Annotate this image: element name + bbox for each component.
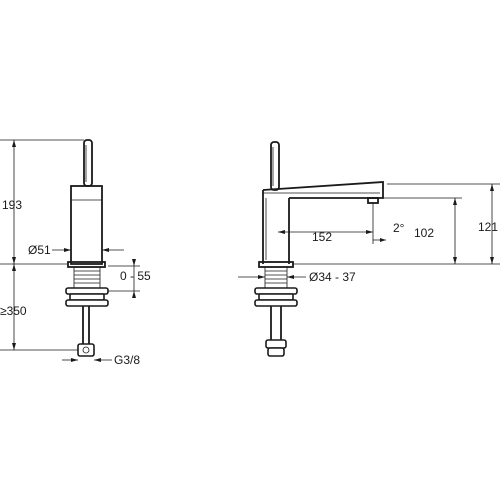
front-washer-bottom [65, 299, 109, 307]
front-lever-handle [83, 139, 93, 187]
side-aerator [367, 197, 379, 204]
front-washer-top [65, 287, 109, 295]
side-connector-upper [265, 339, 287, 349]
side-spout [262, 181, 384, 199]
dim-body-diameter: Ø51 [28, 243, 51, 257]
front-body [70, 185, 103, 265]
side-fixing-nut [258, 293, 294, 301]
side-dimensions: 121 102 152 2° Ø34 - 37 [238, 183, 500, 284]
side-washer-bottom [254, 299, 298, 307]
front-fixing-nut [69, 293, 105, 301]
dim-pipe-length: ≥350 [0, 304, 27, 318]
side-threaded-shank [264, 266, 288, 290]
dim-thread: G3/8 [114, 353, 140, 367]
side-base-collar [258, 261, 294, 268]
side-body [262, 190, 290, 264]
front-view [65, 139, 109, 357]
dim-deck-thickness: 0 - 55 [120, 269, 151, 283]
dim-hole-diameter: Ø34 - 37 [309, 270, 356, 284]
side-lever-handle [270, 141, 280, 191]
dim-spout-reach: 152 [312, 230, 332, 244]
dim-outlet-height: 102 [414, 226, 434, 240]
side-connector-lower [267, 347, 285, 357]
front-dimensions: 193 ≥350 Ø51 0 - 55 G3/8 [0, 139, 151, 367]
side-washer-top [254, 287, 298, 295]
front-threaded-shank [73, 266, 101, 290]
side-view [254, 141, 384, 357]
front-connector-nut [77, 343, 95, 357]
dim-spout-angle: 2° [393, 221, 405, 235]
dim-height-total: 193 [2, 198, 22, 212]
dim-spout-height: 121 [478, 220, 498, 234]
